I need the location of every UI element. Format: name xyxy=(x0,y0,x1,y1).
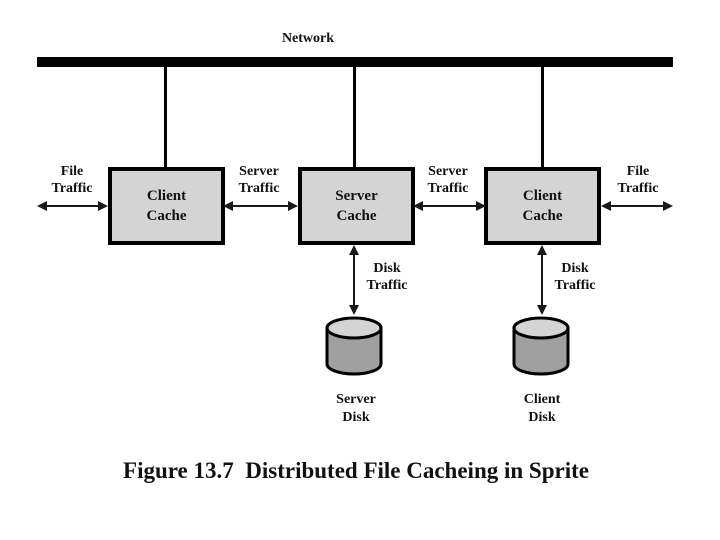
file-traffic-arrow-right xyxy=(601,201,673,211)
client-cache-right-label: Client Cache xyxy=(522,188,563,224)
client-cache-left-box: Client Cache xyxy=(108,167,225,245)
server-traffic-arrow-left xyxy=(223,201,298,211)
network-bus-bar xyxy=(37,57,673,67)
server-cache-label: Server Cache xyxy=(335,188,378,224)
arrowhead-up-icon xyxy=(537,245,547,255)
client-disk-icon xyxy=(512,316,570,376)
disk-traffic-arrow-client xyxy=(537,245,547,315)
arrowhead-left-icon xyxy=(37,201,47,211)
arrow-shaft xyxy=(353,252,355,308)
file-traffic-right-label: File Traffic xyxy=(617,164,659,196)
server-disk-label: Server Disk xyxy=(336,392,376,425)
arrowhead-left-icon xyxy=(601,201,611,211)
server-cache-box: Server Cache xyxy=(298,167,415,245)
disk-traffic-server-label: Disk Traffic xyxy=(366,261,408,293)
arrowhead-left-icon xyxy=(413,201,423,211)
network-label: Network xyxy=(281,31,335,46)
figure-caption: Figure 13.7 Distributed File Cacheing in… xyxy=(123,458,589,483)
client-disk-label: Client Disk xyxy=(523,392,561,425)
disk-traffic-arrow-server xyxy=(349,245,359,315)
arrowhead-right-icon xyxy=(663,201,673,211)
connector-line-client-right xyxy=(541,66,544,167)
arrow-shaft xyxy=(608,205,666,207)
arrowhead-left-icon xyxy=(223,201,233,211)
server-traffic-left-label: Server Traffic xyxy=(238,164,280,196)
arrow-shaft xyxy=(44,205,101,207)
server-traffic-arrow-right xyxy=(413,201,486,211)
arrowhead-up-icon xyxy=(349,245,359,255)
file-traffic-arrow-left xyxy=(37,201,108,211)
arrow-shaft xyxy=(541,252,543,308)
server-traffic-right-label: Server Traffic xyxy=(427,164,469,196)
arrow-shaft xyxy=(420,205,479,207)
arrowhead-right-icon xyxy=(98,201,108,211)
file-traffic-left-label: File Traffic xyxy=(51,164,93,196)
server-disk-icon xyxy=(325,316,383,376)
arrow-shaft xyxy=(230,205,291,207)
disk-traffic-client-label: Disk Traffic xyxy=(554,261,596,293)
arrowhead-right-icon xyxy=(476,201,486,211)
connector-line-server xyxy=(353,66,356,167)
client-cache-left-label: Client Cache xyxy=(146,188,187,224)
client-cache-right-box: Client Cache xyxy=(484,167,601,245)
connector-line-client-left xyxy=(164,66,167,167)
arrowhead-down-icon xyxy=(349,305,359,315)
arrowhead-right-icon xyxy=(288,201,298,211)
arrowhead-down-icon xyxy=(537,305,547,315)
